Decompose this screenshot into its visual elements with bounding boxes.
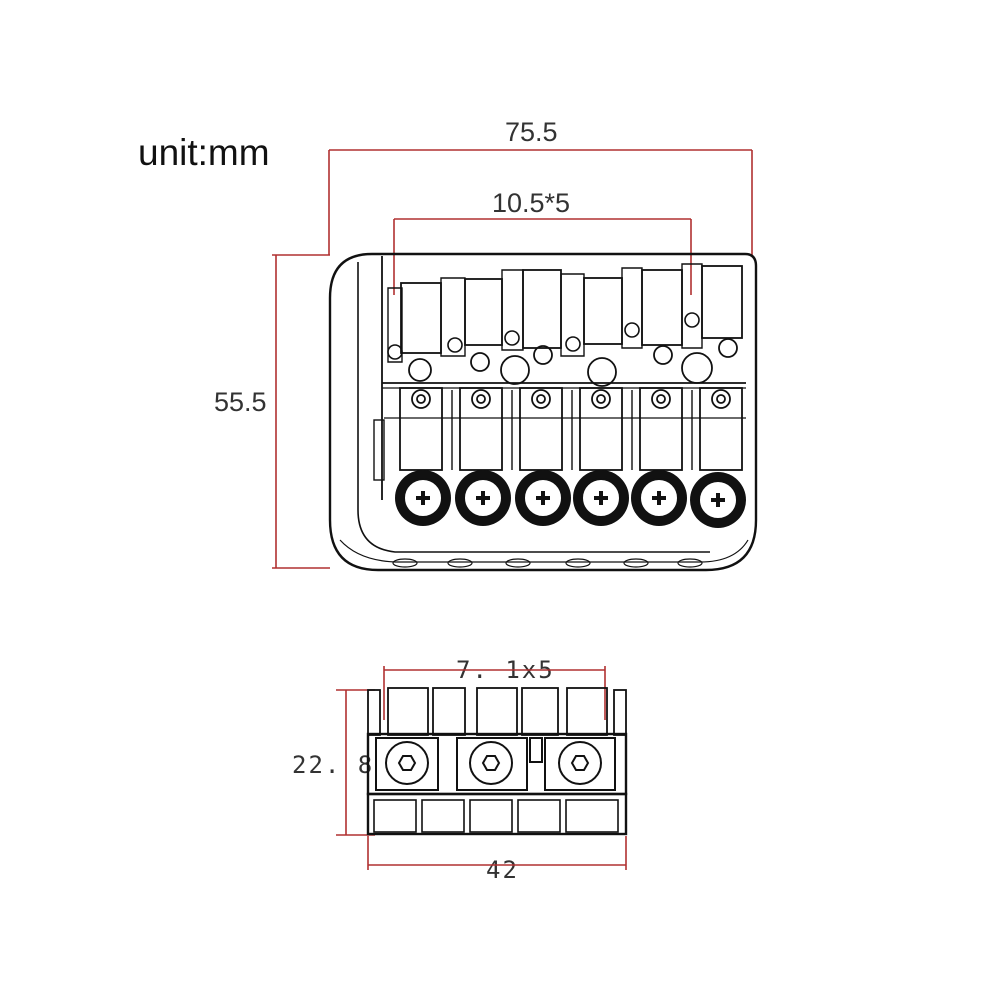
thumb-screw-5 — [631, 470, 687, 526]
saddle-rollers — [408, 338, 738, 387]
dim-depth: 55.5 — [214, 387, 267, 417]
unit-label: unit:mm — [138, 132, 270, 173]
thumb-screw-3 — [515, 470, 571, 526]
dim-front-width: 42 — [486, 856, 519, 884]
dim-front-height: 22. 8 — [292, 751, 375, 779]
bridge-base-outline — [328, 252, 758, 572]
dim-saddle-spacing: 10.5*5 — [492, 188, 571, 218]
bridge-inner-ledge — [357, 262, 710, 553]
front-hex-screws — [375, 737, 616, 791]
thumb-screw-2 — [455, 470, 511, 526]
thumb-screws — [395, 470, 746, 528]
thumb-screw-4 — [573, 470, 629, 526]
thumb-screw-6 — [690, 472, 746, 528]
saddle-side-plates — [387, 263, 703, 363]
top-dimension-lines — [272, 149, 753, 569]
lower-carriers — [399, 387, 743, 471]
bridge-top-view — [328, 252, 758, 572]
dim-total-width: 75.5 — [505, 117, 558, 147]
bridge-front-view — [366, 687, 628, 836]
thumb-screw-1 — [395, 470, 451, 526]
saddle-screw-holes — [387, 312, 700, 360]
carrier-holes — [411, 389, 731, 409]
